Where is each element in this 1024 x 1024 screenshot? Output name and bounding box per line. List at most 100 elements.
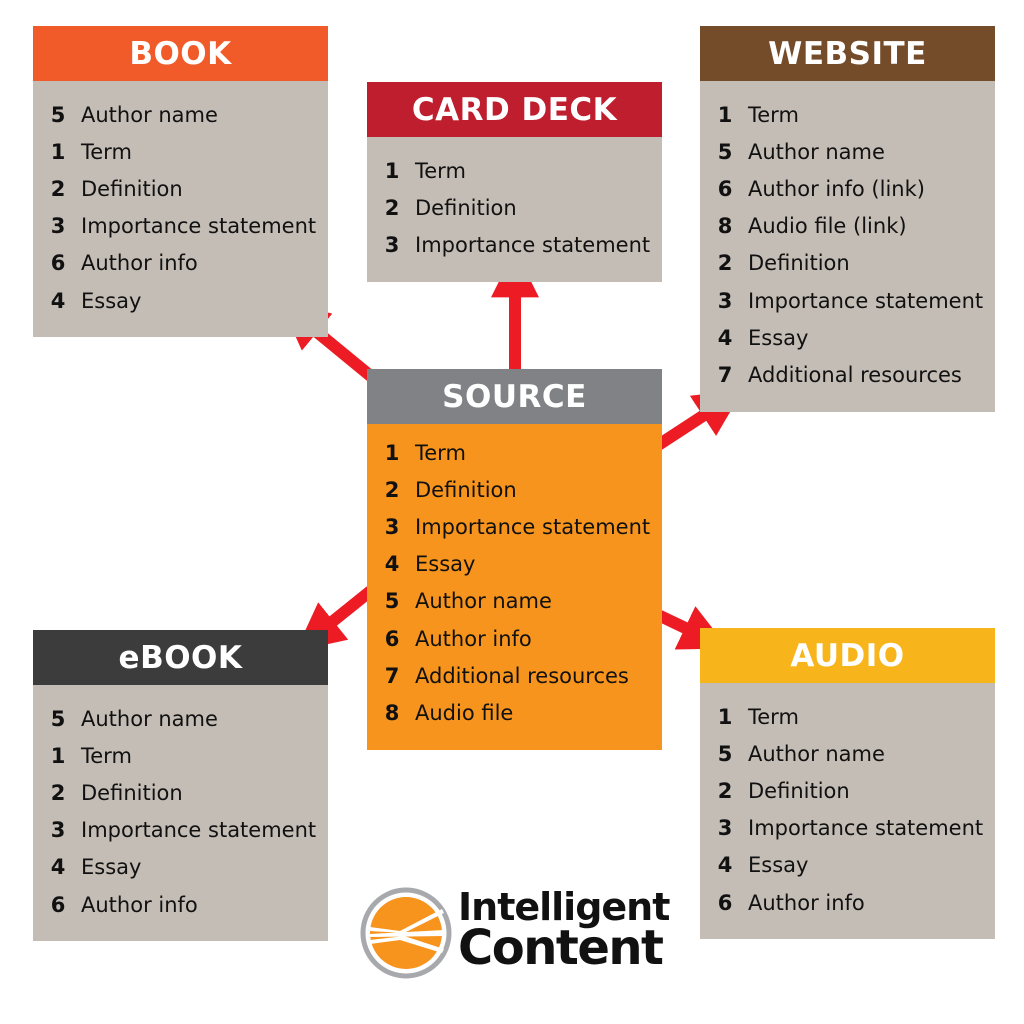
item-number: 6 [717, 176, 733, 201]
item-label: Term [415, 158, 466, 183]
item-number: 6 [50, 892, 66, 917]
list-item: 6 Author info [33, 886, 328, 923]
item-number: 4 [50, 855, 66, 880]
item-label: Author name [415, 589, 552, 614]
item-number: 3 [50, 818, 66, 843]
list-item: 2 Definition [33, 170, 328, 207]
item-label: Term [748, 704, 799, 729]
item-label: Essay [748, 853, 809, 878]
item-number: 6 [50, 251, 66, 276]
list-item: 8 Audio file [367, 694, 662, 731]
list-item: 6 Author info [33, 245, 328, 282]
item-label: Definition [748, 778, 850, 803]
item-number: 1 [384, 440, 400, 465]
item-label: Importance statement [415, 232, 651, 257]
item-number: 2 [50, 176, 66, 201]
list-item: 1 Term [367, 152, 662, 189]
item-label: Importance statement [81, 214, 317, 239]
item-label: Essay [748, 325, 809, 350]
list-item: 2 Definition [700, 772, 995, 809]
item-label: Term [81, 139, 132, 164]
item-label: Definition [81, 176, 183, 201]
item-number: 3 [384, 232, 400, 257]
ebook-title: eBOOK [33, 630, 328, 685]
item-number: 2 [384, 195, 400, 220]
item-number: 1 [717, 102, 733, 127]
item-label: Essay [81, 855, 142, 880]
item-number: 4 [717, 325, 733, 350]
item-number: 8 [717, 214, 733, 239]
website-title: WEBSITE [700, 26, 995, 81]
logo-line-2: Content [458, 920, 664, 976]
item-number: 1 [50, 743, 66, 768]
list-item: 5 Author name [33, 700, 328, 737]
list-item: 4 Essay [33, 849, 328, 886]
item-label: Author name [81, 706, 218, 731]
ebook-box: eBOOK 5 Author name 1 Term 2 Definition 3 Import… [33, 630, 328, 942]
list-item: 1 Term [33, 737, 328, 774]
item-number: 4 [50, 288, 66, 313]
item-number: 5 [50, 706, 66, 731]
item-label: Importance statement [81, 818, 317, 843]
item-label: Term [81, 743, 132, 768]
item-number: 2 [717, 778, 733, 803]
list-item: 3 Importance statement [33, 812, 328, 849]
list-item: 4 Essay [700, 319, 995, 356]
item-number: 8 [384, 700, 400, 725]
item-label: Author info [748, 890, 865, 915]
list-item: 6 Author info (link) [700, 170, 995, 207]
item-label: Term [748, 102, 799, 127]
list-item: 1 Term [33, 133, 328, 170]
item-number: 2 [50, 780, 66, 805]
item-label: Author name [748, 741, 885, 766]
item-number: 5 [717, 741, 733, 766]
item-label: Author info [415, 626, 532, 651]
item-label: Audio file [415, 700, 514, 725]
item-number: 5 [717, 139, 733, 164]
intelligent-content-logo-icon [360, 887, 452, 979]
list-item: 1 Term [367, 434, 662, 471]
item-label: Author name [81, 102, 218, 127]
list-item: 1 Term [700, 96, 995, 133]
item-label: Importance statement [415, 514, 651, 539]
item-number: 3 [717, 816, 733, 841]
item-label: Author info (link) [748, 176, 925, 201]
item-label: Author info [81, 892, 198, 917]
item-number: 4 [384, 552, 400, 577]
item-label: Definition [748, 251, 850, 276]
item-number: 1 [50, 139, 66, 164]
logo-wordmark: Intelligent Content [458, 888, 670, 976]
source-title: SOURCE [367, 369, 662, 424]
item-number: 5 [50, 102, 66, 127]
item-label: Additional resources [748, 362, 962, 387]
item-label: Author info [81, 251, 198, 276]
item-number: 1 [384, 158, 400, 183]
item-label: Definition [81, 780, 183, 805]
item-label: Term [415, 440, 466, 465]
list-item: 4 Essay [367, 546, 662, 583]
item-label: Essay [415, 552, 476, 577]
